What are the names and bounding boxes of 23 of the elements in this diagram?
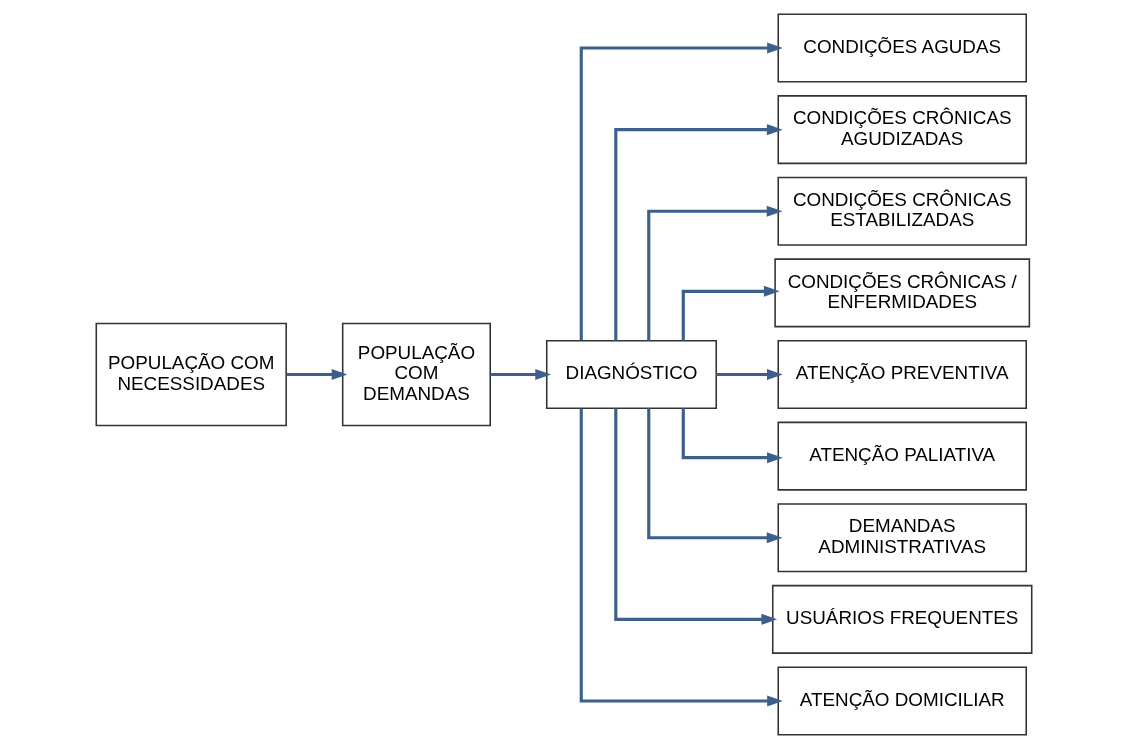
node-box: ATENÇÃO PALIATIVA [777, 421, 1027, 491]
arrow [716, 369, 783, 380]
node-box: ATENÇÃO PREVENTIVA [777, 339, 1027, 410]
node-box: USUÁRIOS FREQUENTES [771, 584, 1033, 654]
node-box: CONDIÇÕES CRÔNICAS / ENFERMIDADES [774, 258, 1031, 328]
node-box: ATENÇÃO DOMICILIAR [777, 666, 1027, 736]
arrow [647, 408, 783, 544]
node-box: POPULAÇÃO COM NECESSIDADES [95, 322, 287, 427]
arrow [579, 408, 783, 707]
arrow [647, 205, 783, 341]
arrow [286, 369, 348, 380]
arrow [579, 42, 783, 341]
node-box: CONDIÇÕES AGUDAS [777, 13, 1027, 83]
arrow [681, 408, 783, 464]
arrow [681, 285, 780, 341]
node-box: POPULAÇÃO COM DEMANDAS [341, 322, 491, 427]
node-box: CONDIÇÕES CRÔNICAS ESTABILIZADAS [777, 176, 1027, 246]
node-box: DEMANDAS ADMINISTRATIVAS [777, 503, 1027, 573]
arrow [614, 124, 783, 341]
arrow [614, 408, 778, 625]
node-box: DIAGNÓSTICO [545, 339, 718, 410]
node-box: CONDIÇÕES CRÔNICAS AGUDIZADAS [777, 95, 1027, 165]
arrow [490, 369, 551, 380]
